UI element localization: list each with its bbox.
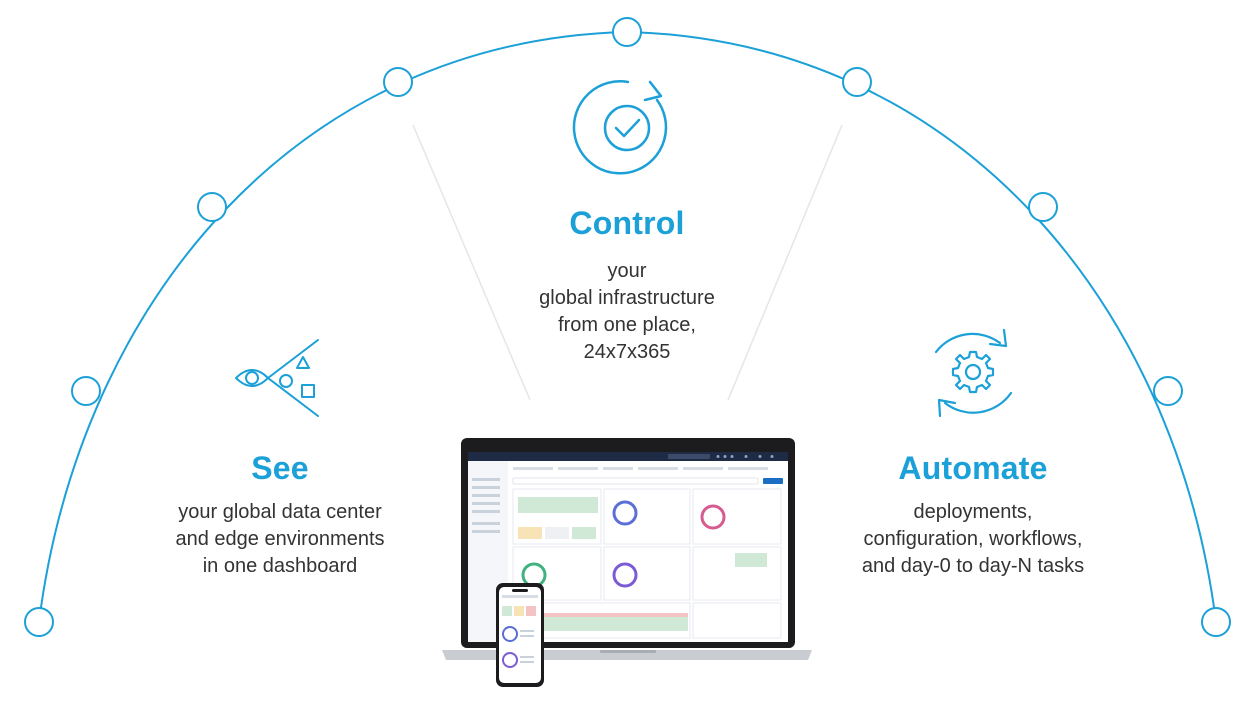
control-description: your global infrastructure from one plac… <box>477 258 777 366</box>
dashboard-header <box>468 452 788 461</box>
divider-left <box>412 124 531 401</box>
control-line: 24x7x365 <box>583 341 671 363</box>
control-line: your <box>607 260 647 282</box>
arc-node <box>1153 376 1183 406</box>
control-line: from one place, <box>558 314 696 336</box>
automate-description: deployments, configuration, workflows, a… <box>823 499 1123 580</box>
automate-line: deployments, <box>913 501 1033 523</box>
automate-line: configuration, workflows, <box>863 528 1083 550</box>
control-line: global infrastructure <box>539 287 715 309</box>
checkmark-cycle-icon <box>572 80 668 175</box>
phone <box>496 583 544 687</box>
eye-shapes-icon <box>235 339 319 417</box>
see-description: your global data center and edge environ… <box>130 499 430 580</box>
control-title: Control <box>569 205 685 241</box>
see-line: and edge environments <box>175 528 385 550</box>
arc-node <box>1201 607 1231 637</box>
see-line: in one dashboard <box>202 555 358 577</box>
laptop <box>442 438 812 660</box>
arc-node <box>24 607 54 637</box>
arc-node <box>383 67 413 97</box>
gear-cycle-icon <box>934 328 1013 418</box>
arc-node <box>1028 192 1058 222</box>
automate-title: Automate <box>898 450 1048 486</box>
arc-node <box>612 17 642 47</box>
arc-node <box>71 376 101 406</box>
arc-node <box>197 192 227 222</box>
divider-right <box>727 124 843 401</box>
automate-line: and day-0 to day-N tasks <box>861 555 1085 577</box>
see-title: See <box>251 450 309 486</box>
see-line: your global data center <box>178 501 382 523</box>
arc-node <box>842 67 872 97</box>
